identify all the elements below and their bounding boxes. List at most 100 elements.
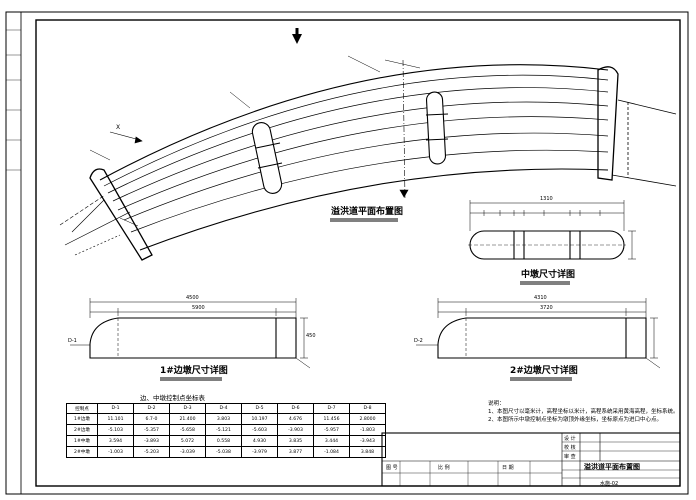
coord-cell: -3.943 — [349, 435, 386, 447]
coord-cell: -5.038 — [205, 446, 242, 458]
coord-header-cell: 控制点 — [66, 403, 98, 414]
title-block-cell: 审 查 — [564, 454, 576, 460]
pier-2-title: 2#边墩尺寸详图 — [510, 366, 578, 376]
outlet-pier — [597, 66, 619, 181]
pier-1-height-dim: 450 — [306, 333, 316, 339]
title-block-cell: 校 核 — [564, 445, 576, 451]
coord-cell: -3.039 — [169, 446, 206, 458]
coord-header-cell: D-8 — [349, 403, 386, 414]
coord-cell: 4.930 — [241, 435, 278, 447]
plan-title: 溢洪道平面布置图 — [331, 207, 404, 217]
title-block-frame — [381, 432, 681, 487]
title-block-sheet-no: 水施-02 — [600, 481, 619, 487]
coord-row-label: 1#边墩 — [66, 413, 98, 425]
pier-1-sub-dim: 5900 — [192, 305, 205, 311]
pier-1-end-mark: D-1 — [68, 338, 77, 344]
title-underlines — [160, 218, 572, 381]
table-row: 2#边墩-5.103-5.357-5.658-5.121-5.603-3.903… — [66, 424, 386, 436]
arrow-x-label: X — [116, 124, 121, 131]
coord-cell: -5.957 — [313, 424, 350, 436]
coord-cell: -5.203 — [133, 446, 170, 458]
coord-header-cell: D-3 — [169, 403, 206, 414]
coord-row-label: 2#中墩 — [66, 446, 98, 458]
coord-cell: 11.456 — [313, 413, 350, 425]
coord-table-title: 边、中墩控制点坐标表 — [140, 394, 205, 402]
inner-frame — [35, 19, 681, 487]
coord-cell: 5.072 — [169, 435, 206, 447]
pier-2-detail — [437, 317, 647, 359]
coord-cell: -5.121 — [205, 424, 242, 436]
pier-2-sub-dim: 3720 — [540, 305, 553, 311]
pier-2-end-mark: D-2 — [414, 338, 423, 344]
center-pier-overall-dim: 1310 — [540, 196, 553, 202]
coord-header-cell: D-2 — [133, 403, 170, 414]
coord-table: 控制点 D-1 D-2 D-3 D-4 D-5 D-6 D-7 D-8 1#边墩… — [66, 403, 386, 458]
note-item: 1、本图尺寸以毫米计，高程坐标以米计，高程系统采用黄海高程，坐标系统。 — [488, 409, 679, 415]
coord-table-header: 控制点 D-1 D-2 D-3 D-4 D-5 D-6 D-7 D-8 — [66, 403, 386, 414]
pier-1-overall-dim: 4500 — [186, 295, 199, 301]
coord-header-cell: D-7 — [313, 403, 350, 414]
coord-cell: 6.7-0 — [133, 413, 170, 425]
coord-cell: -1.803 — [349, 424, 386, 436]
coord-header-cell: D-6 — [277, 403, 314, 414]
binding-margin — [5, 11, 22, 495]
coord-cell: 3.594 — [97, 435, 134, 447]
pier-2-overall-dim: 4310 — [534, 295, 547, 301]
pier-1-title: 1#边墩尺寸详图 — [160, 366, 228, 376]
coord-cell: -1.003 — [97, 446, 134, 458]
coord-cell: -3.979 — [241, 446, 278, 458]
center-pier-dims — [469, 200, 636, 260]
pier-2-dims — [416, 298, 661, 369]
axis-lines — [109, 59, 409, 201]
title-block-cell: 图 号 — [386, 465, 398, 471]
coord-header-cell: D-5 — [241, 403, 278, 414]
title-block-drawing-name: 溢洪道平面布置图 — [584, 463, 640, 471]
notes-heading: 说明： — [488, 401, 505, 407]
notes: 说明： 1、本图尺寸以毫米计，高程坐标以米计，高程系统采用黄海高程，坐标系统。 … — [488, 400, 679, 424]
spillway-channel — [99, 64, 609, 251]
coord-cell: -5.357 — [133, 424, 170, 436]
downstream-channel — [611, 99, 677, 187]
plan-center-pier-1 — [251, 122, 283, 194]
coord-cell: 0.558 — [205, 435, 242, 447]
plan-center-pier-2 — [425, 91, 449, 165]
coord-header-cell: D-4 — [205, 403, 242, 414]
coord-cell: -1.084 — [313, 446, 350, 458]
coord-cell: -3.903 — [277, 424, 314, 436]
title-block-cell: 日 期 — [502, 465, 514, 471]
coord-cell: 4.676 — [277, 413, 314, 425]
coord-row-label: 2#边墩 — [66, 424, 98, 436]
coord-cell: 3.835 — [277, 435, 314, 447]
coord-cell: 2.8000 — [349, 413, 386, 425]
coord-cell: 3.803 — [205, 413, 242, 425]
note-item: 2、本图所示中墩控制点坐标为墩顶外缘坐标，坐标原点为进口中心点。 — [488, 417, 663, 423]
north-arrow — [292, 28, 302, 44]
pier-1-dims — [70, 298, 311, 369]
coord-cell: 10.197 — [241, 413, 278, 425]
center-pier-title: 中墩尺寸详图 — [521, 270, 576, 280]
coord-cell: 11.101 — [97, 413, 134, 425]
title-block-cell: 设 计 — [564, 436, 576, 442]
coord-cell: 3.877 — [277, 446, 314, 458]
coord-cell: -3.893 — [133, 435, 170, 447]
binding-margin-ticks — [6, 29, 21, 171]
inlet-pier — [89, 168, 153, 261]
center-pier-detail — [468, 230, 626, 260]
coord-cell: 3.444 — [313, 435, 350, 447]
coord-cell: 3.848 — [349, 446, 386, 458]
leader-lines — [89, 55, 421, 227]
coord-row-label: 1#中墩 — [66, 435, 98, 447]
coord-cell: -5.103 — [97, 424, 134, 436]
coord-cell: 21.400 — [169, 413, 206, 425]
title-block-cell: 比 例 — [438, 465, 450, 471]
coord-cell: -5.658 — [169, 424, 206, 436]
coord-cell: -5.603 — [241, 424, 278, 436]
upstream-approach — [59, 194, 131, 256]
coord-header-cell: D-1 — [97, 403, 134, 414]
pier-1-detail — [89, 317, 297, 359]
